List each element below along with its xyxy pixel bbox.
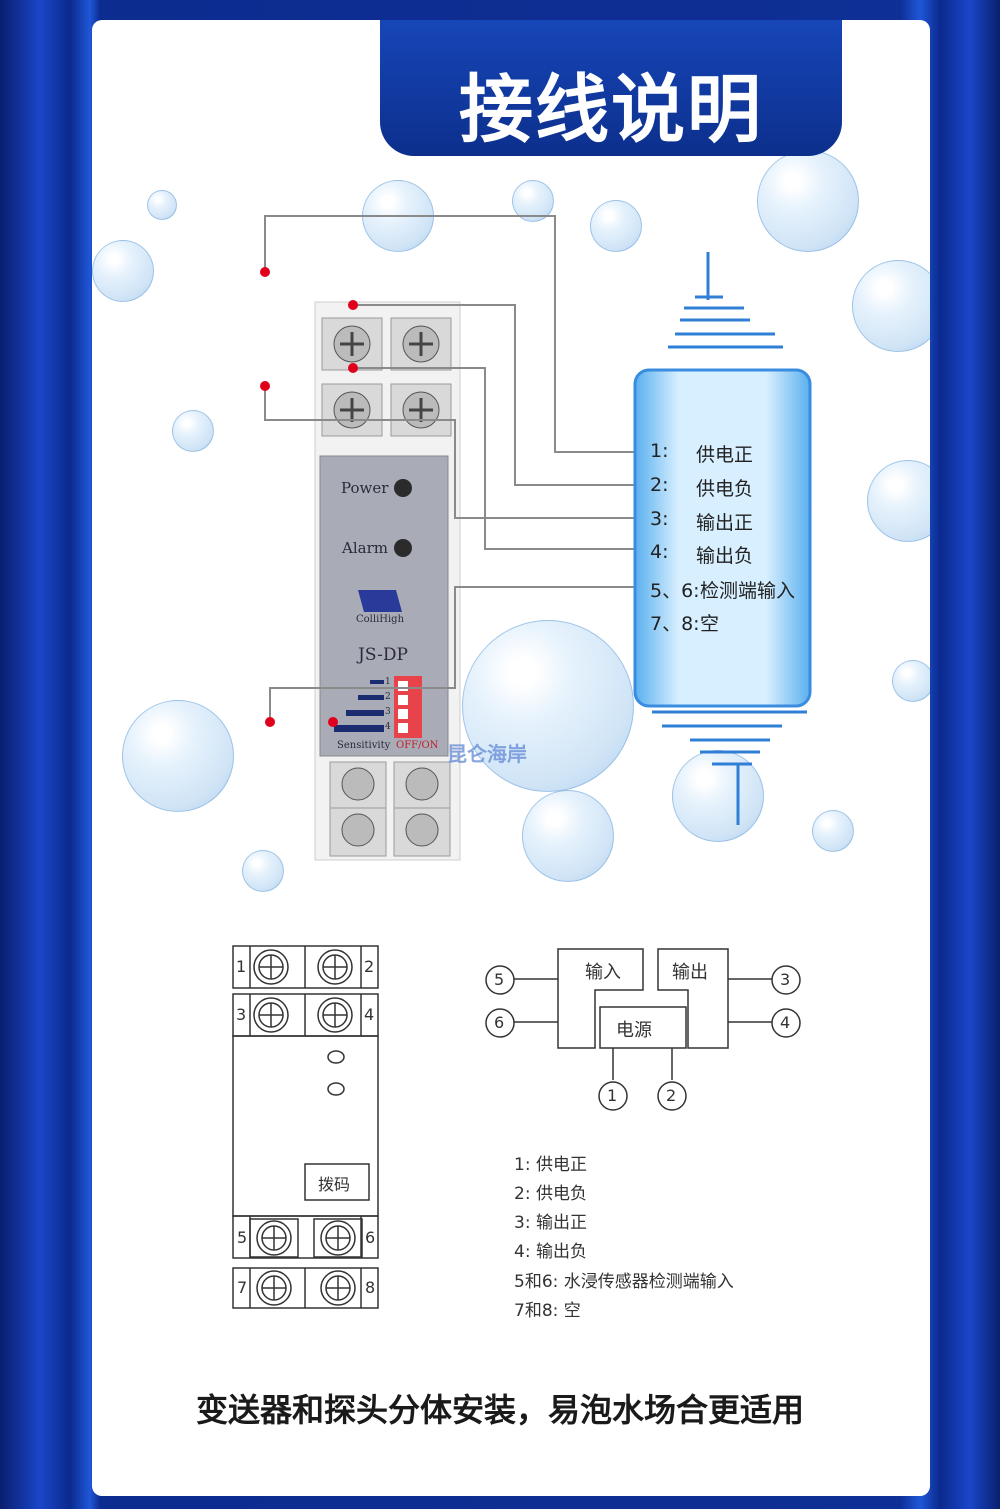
bubble: [867, 460, 930, 542]
content-panel: 接线说明: [92, 20, 930, 1496]
dip-number: 3: [385, 707, 391, 717]
input-label: 输入: [585, 962, 621, 983]
node-2: 2: [666, 1086, 677, 1105]
bottom-caption: 变送器和探头分体安装，易泡水场合更适用: [195, 1391, 804, 1429]
terminal-label-3: 3: [236, 1005, 247, 1024]
pin-list-item: 1: 供电正: [514, 1155, 587, 1175]
terminal-label-8: 8: [365, 1278, 376, 1297]
legend-num-6: 7、8:: [650, 613, 700, 635]
pin-list-item: 3: 输出正: [514, 1213, 587, 1233]
pin-list-item: 2: 供电负: [514, 1184, 587, 1204]
pin-list-item: 5和6: 水浸传感器检测端输入: [514, 1272, 734, 1292]
node-6: 6: [494, 1013, 505, 1032]
bubble: [172, 410, 214, 452]
title-banner: 接线说明: [380, 20, 842, 156]
watermark: 昆仑海岸: [447, 742, 527, 766]
legend-num-2: 2:: [650, 474, 669, 496]
bubble: [812, 810, 854, 852]
bubble: [757, 150, 859, 252]
bubble: [590, 200, 642, 252]
legend-text-3: 输出正: [696, 512, 754, 534]
terminal-label-6: 6: [365, 1228, 376, 1247]
bubble: [147, 190, 177, 220]
terminal-label-7: 7: [237, 1278, 248, 1297]
dip-label: 拨码: [318, 1175, 351, 1194]
dip-number: 4: [385, 722, 391, 732]
bottom-terminals: [329, 761, 451, 857]
bubble: [852, 260, 930, 352]
terminal-label-2: 2: [364, 957, 375, 976]
node-5: 5: [494, 970, 505, 989]
power-label: Power: [341, 479, 389, 497]
terminal-label-5: 5: [237, 1228, 248, 1247]
legend-num-5: 5、6:: [650, 580, 700, 602]
legend-text-6: 空: [700, 613, 720, 635]
bubble: [92, 240, 154, 302]
legend-num-1: 1:: [650, 440, 669, 462]
device-illustration: [260, 215, 812, 861]
legend-text-2: 供电负: [696, 478, 754, 500]
alarm-label: Alarm: [342, 539, 388, 557]
model-label: JS-DP: [358, 645, 408, 665]
page-title: 接线说明: [459, 67, 763, 153]
power-led: [394, 479, 412, 497]
node-4: 4: [780, 1013, 791, 1032]
legend-container: [633, 252, 812, 825]
bubble: [242, 850, 284, 892]
brand-logo: [358, 590, 402, 612]
legend-text-5: 检测端输入: [700, 580, 796, 602]
dip-number: 1: [385, 677, 391, 687]
legend-text-4: 输出负: [696, 545, 754, 567]
bubble: [522, 790, 614, 882]
sensitivity-label: Sensitivity: [337, 740, 391, 751]
node-1: 1: [607, 1086, 618, 1105]
terminal-label-4: 4: [364, 1005, 375, 1024]
brand-label: ColliHigh: [356, 614, 405, 625]
bubble: [892, 660, 930, 702]
legend-num-4: 4:: [650, 541, 669, 563]
legend-num-3: 3:: [650, 508, 669, 530]
output-label: 输出: [672, 962, 708, 983]
pin-list-item: 7和8: 空: [514, 1301, 581, 1321]
terminal-label-1: 1: [236, 957, 247, 976]
bubble: [462, 620, 634, 792]
pin-list-item: 4: 输出负: [514, 1242, 587, 1262]
bubble: [122, 700, 234, 812]
offon-label: OFF/ON: [396, 740, 439, 751]
leader-lines: [264, 215, 640, 722]
alarm-led: [394, 539, 412, 557]
legend-text-1: 供电正: [696, 444, 754, 466]
dip-number: 2: [385, 692, 391, 702]
power-block-label: 电源: [616, 1020, 652, 1041]
node-3: 3: [780, 970, 791, 989]
